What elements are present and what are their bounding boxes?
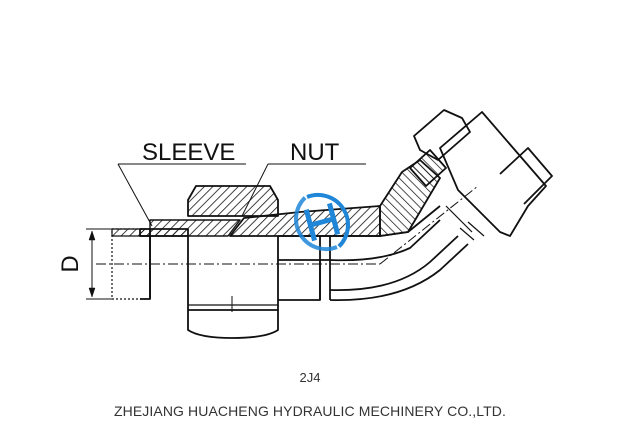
brand-logo-icon (294, 193, 350, 251)
center-line (96, 185, 479, 265)
nut-body (149, 185, 279, 339)
dimension-label: D (57, 255, 84, 272)
dimension-line-d (86, 228, 112, 300)
sleeve-label: SLEEVE (142, 139, 235, 166)
part-code: 2J4 (299, 370, 321, 385)
elbow-body-straight (229, 205, 381, 301)
swivel-nut (409, 109, 553, 241)
sleeve-leader-line (117, 163, 246, 227)
company-name: ZHEJIANG HUACHENG HYDRAULIC MECHINERY CO… (114, 403, 506, 419)
nut-label: NUT (290, 139, 340, 166)
